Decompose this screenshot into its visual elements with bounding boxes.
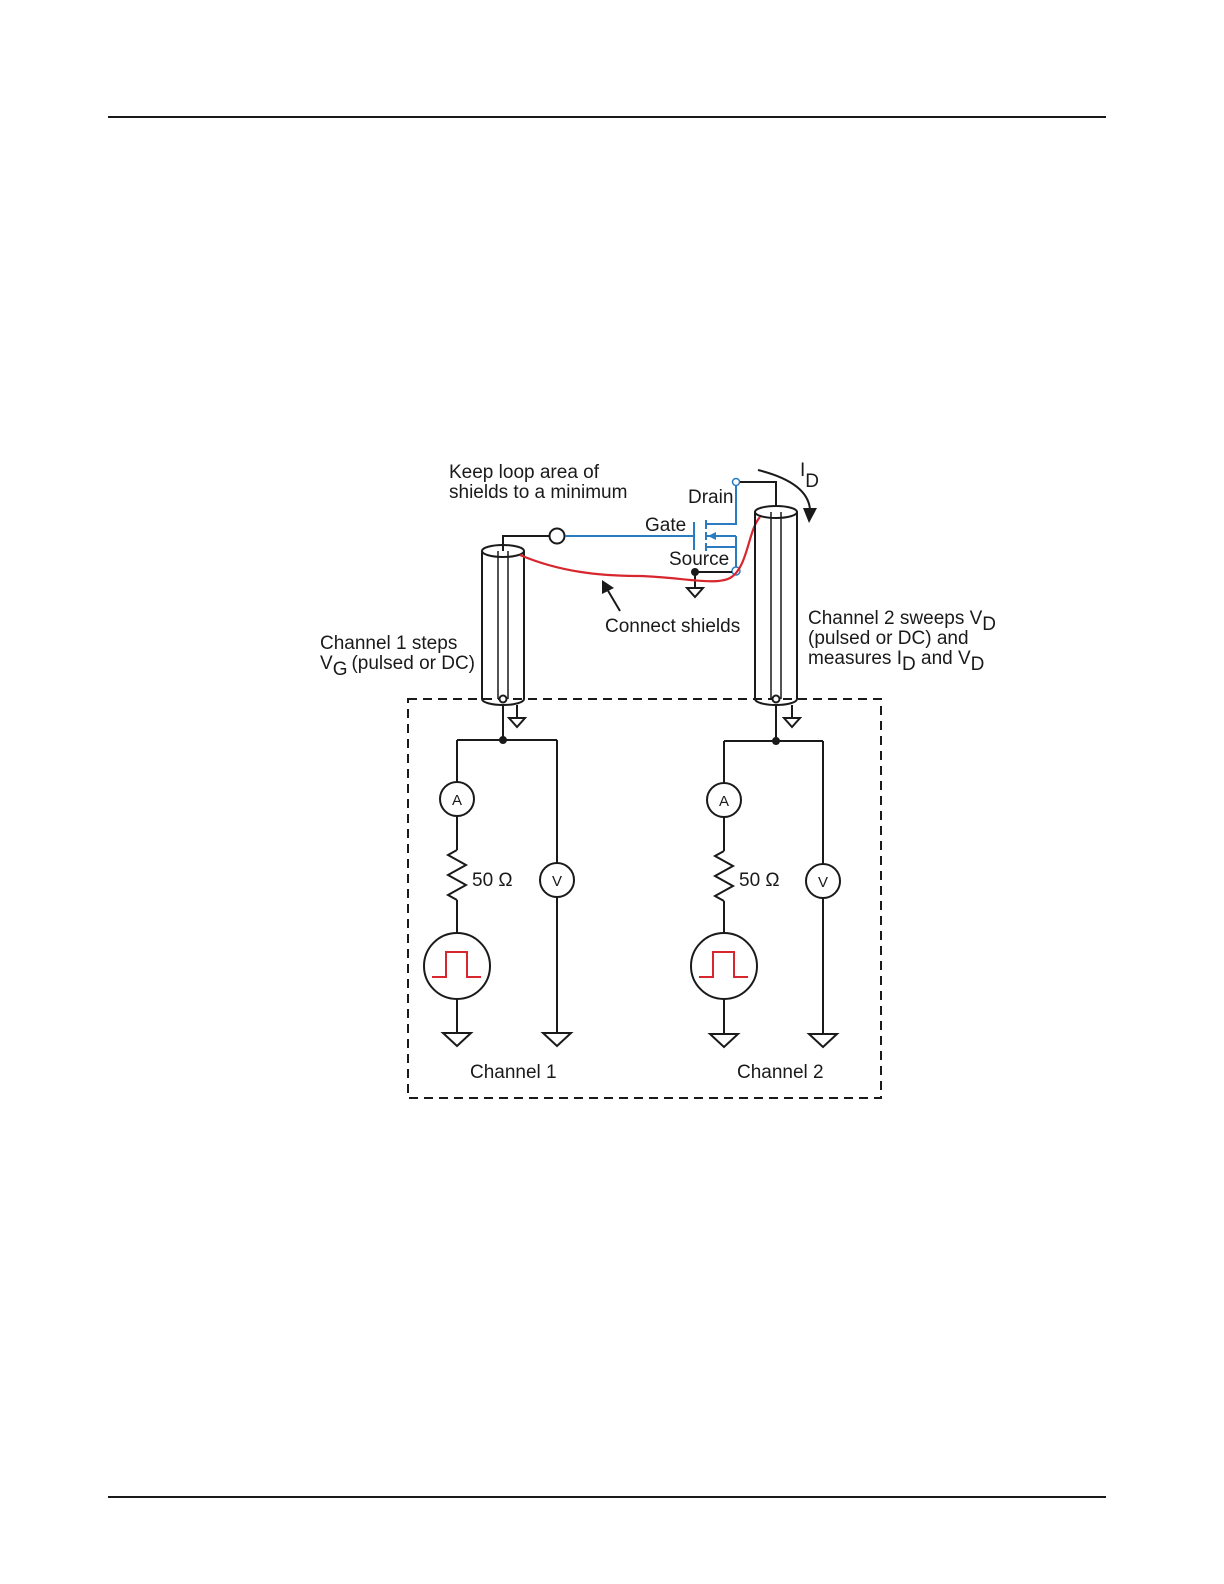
- channel2-description-line2: (pulsed or DC) and: [808, 628, 969, 649]
- channel1-description-line2: VG(pulsed or DC): [320, 653, 475, 680]
- drain-lead: [740, 482, 776, 506]
- channel2-coax-cable: [755, 506, 797, 705]
- channel1-voltmeter-label: V: [552, 873, 562, 890]
- channel1-ammeter-label: A: [452, 792, 462, 809]
- channel1-label: Channel 1: [470, 1062, 557, 1083]
- channel2-voltmeter-label: V: [818, 874, 828, 891]
- channel2-resistor-label: 50 Ω: [739, 870, 780, 891]
- channel2-shield-ground: [784, 705, 800, 727]
- channel2-description-line3: measures ID and VD: [808, 648, 984, 675]
- channel1-shield-ground: [509, 705, 525, 727]
- connect-shields-pointer: [607, 589, 620, 611]
- drain-terminal: [733, 479, 740, 486]
- keep-loop-label-line1: Keep loop area of: [449, 462, 600, 483]
- gate-terminal: [550, 529, 565, 544]
- gate-label: Gate: [645, 515, 686, 536]
- drain-current-arrowhead: [803, 508, 817, 523]
- channel1-resistor-label: 50 Ω: [472, 870, 513, 891]
- source-label: Source: [669, 549, 729, 570]
- connect-shields-label: Connect shields: [605, 616, 740, 637]
- channel1-description-line1: Channel 1 steps: [320, 633, 457, 654]
- source-ground-node: [687, 569, 732, 597]
- drain-label: Drain: [688, 487, 733, 508]
- keep-loop-label-line2: shields to a minimum: [449, 482, 627, 503]
- channel1-coax-cable: [482, 545, 524, 705]
- channel1-pulse-source: [424, 933, 490, 999]
- channel2-pulse-source: [691, 933, 757, 999]
- instrument-boundary: [408, 699, 881, 1098]
- channel2-ammeter-label: A: [719, 793, 729, 810]
- drain-current-label: ID: [800, 460, 819, 492]
- channel2-label: Channel 2: [737, 1062, 824, 1083]
